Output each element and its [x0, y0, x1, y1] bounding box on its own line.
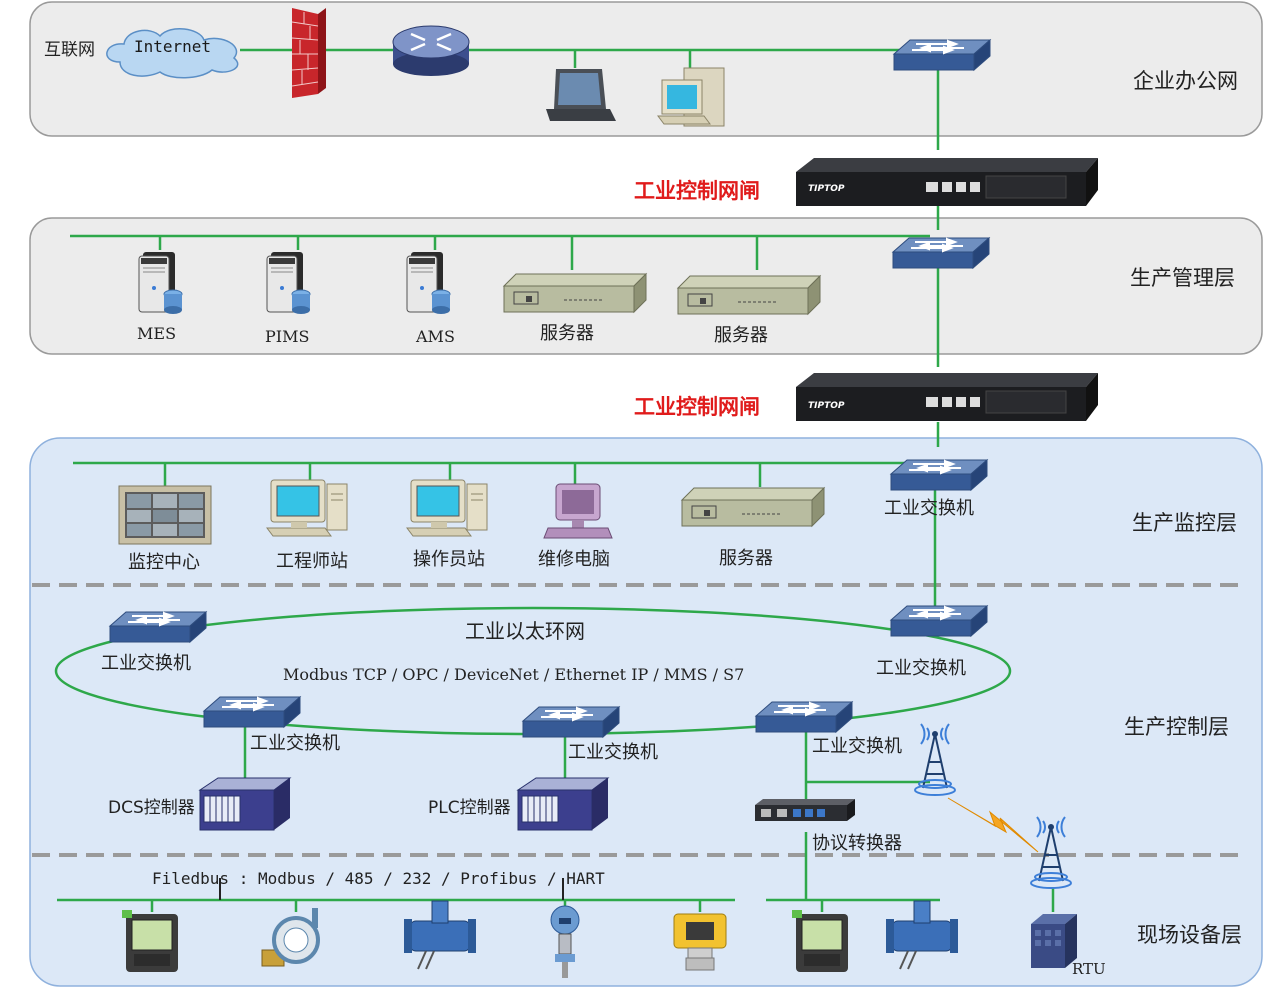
- plc-controller-icon: [517, 777, 609, 831]
- ring-switch-1: [203, 696, 301, 728]
- ring-switch-1-label: 工业交换机: [250, 733, 340, 754]
- server-rack-icon-1: [503, 273, 647, 313]
- monitor-center-label: 监控中心: [128, 552, 200, 573]
- rtu-label: RTU: [1072, 960, 1106, 978]
- rtu-icon: [1031, 914, 1077, 968]
- gateway-device-1: [795, 157, 1099, 207]
- router-icon: [392, 25, 470, 76]
- production-layer-box: [29, 437, 1263, 987]
- maintenance-pc-label: 维修电脑: [538, 549, 610, 570]
- engineer-station-icon: [266, 479, 348, 537]
- ring-switch-2-label: 工业交换机: [568, 742, 658, 763]
- pressure-transmitter-icon: [550, 905, 580, 978]
- network-links: [54, 48, 1055, 912]
- power-meter-icon-1: [121, 909, 179, 973]
- office-switch-icon: [893, 39, 991, 71]
- protocol-converter-label: 协议转换器: [812, 833, 902, 854]
- layer-label-monitoring: 生产监控层: [1132, 511, 1237, 535]
- maintenance-pc-icon: [543, 483, 613, 539]
- layer-label-control: 生产控制层: [1124, 715, 1229, 739]
- layer-label-office: 企业办公网: [1133, 69, 1238, 93]
- operator-station-icon: [406, 479, 488, 537]
- ring-switch-right-top-label: 工业交换机: [876, 658, 966, 679]
- server-label-2: 服务器: [714, 325, 768, 346]
- ring-switch-left-top: [109, 611, 207, 643]
- ams-label: AMS: [415, 327, 455, 346]
- monitor-server-label: 服务器: [719, 548, 773, 569]
- server-rack-icon-2: [677, 275, 821, 315]
- office-layer-box: [29, 1, 1263, 137]
- layer-label-management: 生产管理层: [1130, 266, 1235, 290]
- monitor-switch-icon: [890, 459, 988, 491]
- wireless-bolt-icon: [947, 797, 1039, 853]
- layer-label-field: 现场设备层: [1137, 923, 1242, 947]
- monitor-server-rack-icon: [681, 487, 825, 527]
- ring-switch-2: [522, 706, 620, 738]
- monitor-center-icon: [118, 485, 212, 545]
- field-bus-protocols: Filedbus : Modbus / 485 / 232 / Profibus…: [152, 869, 605, 888]
- ring-switch-right-top: [890, 605, 988, 637]
- management-switch-icon: [892, 237, 990, 269]
- mes-label: MES: [137, 324, 176, 343]
- protocol-converter-icon: [755, 799, 855, 821]
- monitor-switch-label: 工业交换机: [884, 498, 974, 519]
- operator-station-label: 操作员站: [413, 549, 485, 570]
- dcs-label: DCS控制器: [108, 798, 195, 818]
- pims-label: PIMS: [265, 327, 309, 346]
- internet-label: 互联网: [44, 40, 95, 60]
- server-label-1: 服务器: [540, 323, 594, 344]
- gateway-device-2: [795, 372, 1099, 422]
- engineer-station-label: 工程师站: [276, 551, 348, 572]
- desktop-pc-icon: [657, 67, 725, 127]
- cloud-icon: [106, 28, 239, 79]
- ring-switch-left-top-label: 工业交换机: [101, 653, 191, 674]
- ring-title: 工业以太环网: [465, 619, 585, 643]
- ring-protocols: Modbus TCP / OPC / DeviceNet / Ethernet …: [283, 665, 744, 684]
- gas-detector-icon: [673, 913, 727, 971]
- cloud-label: Internet: [134, 37, 211, 56]
- ring-switch-3: [755, 701, 853, 733]
- gateway-label-1: 工业控制网闸: [634, 179, 760, 203]
- gateway-brand-1: TIPTOP: [808, 184, 845, 194]
- water-meter-icon: [261, 908, 320, 967]
- dcs-controller-icon: [199, 777, 291, 831]
- plc-label: PLC控制器: [428, 798, 511, 818]
- gateway-brand-2: TIPTOP: [808, 401, 845, 411]
- power-meter-icon-2: [791, 909, 849, 973]
- firewall-icon: [291, 8, 326, 98]
- gateway-label-2: 工业控制网闸: [634, 395, 760, 419]
- ring-switch-3-label: 工业交换机: [812, 736, 902, 757]
- laptop-icon: [546, 69, 616, 121]
